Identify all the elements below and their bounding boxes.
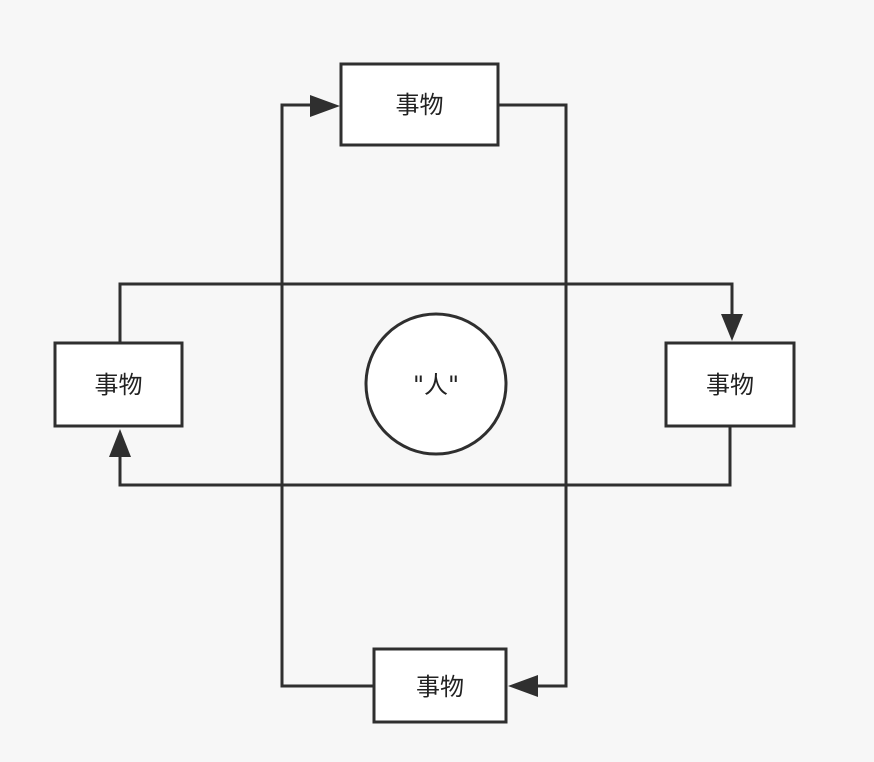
edges <box>109 95 743 697</box>
node-right: 事物 <box>664 341 796 428</box>
node-top-label: 事物 <box>396 91 444 119</box>
arrow-head-to-bottom <box>508 675 538 697</box>
node-bottom-label: 事物 <box>416 673 464 701</box>
node-top: 事物 <box>339 62 500 147</box>
edge-bottom-to-top <box>280 103 374 688</box>
arrow-head-to-top <box>310 95 340 117</box>
node-bottom: 事物 <box>372 647 508 724</box>
node-left-label: 事物 <box>95 371 143 399</box>
edge-left-to-right <box>118 282 734 343</box>
node-left: 事物 <box>53 341 184 428</box>
node-left-box <box>53 341 184 428</box>
center-circle <box>364 312 508 456</box>
arrow-head-to-right <box>721 314 743 341</box>
edge-top-to-bottom <box>498 103 568 688</box>
arrow-head-to-left <box>109 429 131 457</box>
center-node: "人" <box>364 312 508 456</box>
edge-right-to-left <box>118 427 732 487</box>
node-right-label: 事物 <box>706 371 754 399</box>
node-top-box <box>339 62 500 147</box>
node-right-box <box>664 341 796 428</box>
center-label: "人" <box>413 371 459 399</box>
node-bottom-box <box>372 647 508 724</box>
